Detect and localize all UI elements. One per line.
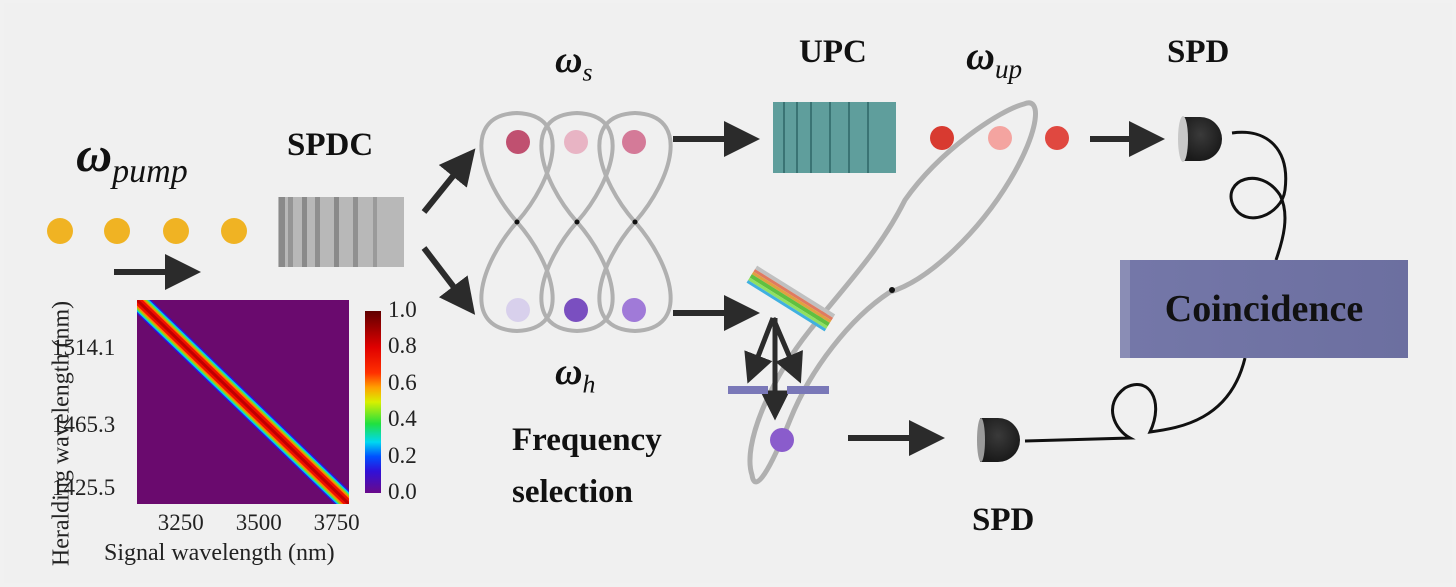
- pump-photon: [221, 218, 247, 244]
- selected-herald-photon: [770, 428, 794, 452]
- upconverted-photons: [930, 126, 1069, 150]
- omega-symbol: ω: [555, 351, 583, 393]
- loop-crossing-dot: [514, 219, 520, 225]
- colorbar-tick-label: 0.4: [388, 406, 417, 432]
- pump-photon: [47, 218, 73, 244]
- spd-bottom-label: SPD: [972, 502, 1035, 538]
- y-tick-label: 1514.1: [52, 335, 116, 361]
- pump-photons: [47, 218, 247, 244]
- signal-photons: [506, 130, 646, 154]
- upc-crystal: [773, 102, 896, 173]
- x-tick-label: 3250: [157, 510, 204, 535]
- up-photon: [1045, 126, 1069, 150]
- x-tick-label: 3500: [235, 510, 282, 535]
- coincidence-label: Coincidence: [1164, 288, 1364, 330]
- heatmap-ridge: [137, 300, 349, 504]
- fiber-bottom: [1024, 357, 1247, 443]
- loop-crossing-dot: [632, 219, 638, 225]
- omega-signal-label: ωs: [555, 38, 593, 88]
- frequency-selection-line1: Frequency: [512, 422, 662, 458]
- loop-crossing-dot: [574, 219, 580, 225]
- jsi-heatmap: [137, 300, 381, 504]
- omega-subscript: s: [582, 57, 593, 87]
- slit-left: [728, 386, 768, 394]
- up-photon: [930, 126, 954, 150]
- herald-photon: [506, 298, 530, 322]
- colorbar-tick-label: 0.2: [388, 442, 417, 468]
- spd-detector-bottom: [977, 418, 1020, 462]
- heatmap-ridge-level-1: [137, 300, 349, 504]
- x-axis-title: Signal wavelength (nm): [104, 540, 335, 566]
- colorbar-tick-label: 0.8: [388, 333, 417, 359]
- diffracted-arrow-left: [744, 317, 776, 384]
- omega-herald-label: ωh: [555, 350, 595, 400]
- omega-pump-label: ωpump: [76, 125, 188, 191]
- pump-photon: [104, 218, 130, 244]
- omega-subscript: up: [994, 54, 1023, 84]
- herald-photons: [506, 298, 646, 322]
- omega-subscript: pump: [112, 153, 188, 190]
- diffraction-grating: [746, 265, 836, 332]
- omega-up-label: ωup: [966, 32, 1022, 85]
- up-photon: [988, 126, 1012, 150]
- loop-crossing-dot: [889, 287, 895, 293]
- signal-photon: [506, 130, 530, 154]
- colorbar-tick-label: 1.0: [388, 297, 417, 322]
- signal-photon: [564, 130, 588, 154]
- slit-right: [787, 386, 829, 394]
- spd-detector-top: [1178, 116, 1222, 162]
- herald-photon: [564, 298, 588, 322]
- colorbar-tick-label: 0.6: [388, 369, 417, 395]
- correlation-loop: [747, 100, 1038, 485]
- x-tick-label: 3750: [313, 510, 360, 535]
- frequency-selection-line2: selection: [512, 474, 633, 510]
- spdc-crystal: [278, 197, 404, 267]
- omega-symbol: ω: [966, 33, 995, 78]
- spd-top-label: SPD: [1167, 34, 1230, 70]
- omega-symbol: ω: [76, 126, 113, 182]
- colorbar: [365, 311, 381, 493]
- omega-symbol: ω: [555, 39, 583, 81]
- spdc-label: SPDC: [287, 127, 374, 163]
- y-tick-label: 1465.3: [52, 412, 116, 438]
- y-tick-label: 1425.5: [52, 474, 116, 500]
- spdc-signal-arrow: [421, 148, 476, 214]
- upc-label: UPC: [799, 34, 867, 70]
- signal-photon: [622, 130, 646, 154]
- omega-subscript: h: [582, 369, 596, 399]
- spdc-herald-arrow: [421, 246, 476, 315]
- herald-photon: [622, 298, 646, 322]
- fiber-top: [1229, 130, 1288, 261]
- coincidence-counter: Coincidence: [1120, 260, 1408, 358]
- pump-photon: [163, 218, 189, 244]
- colorbar-tick-label: 0.0: [388, 479, 417, 504]
